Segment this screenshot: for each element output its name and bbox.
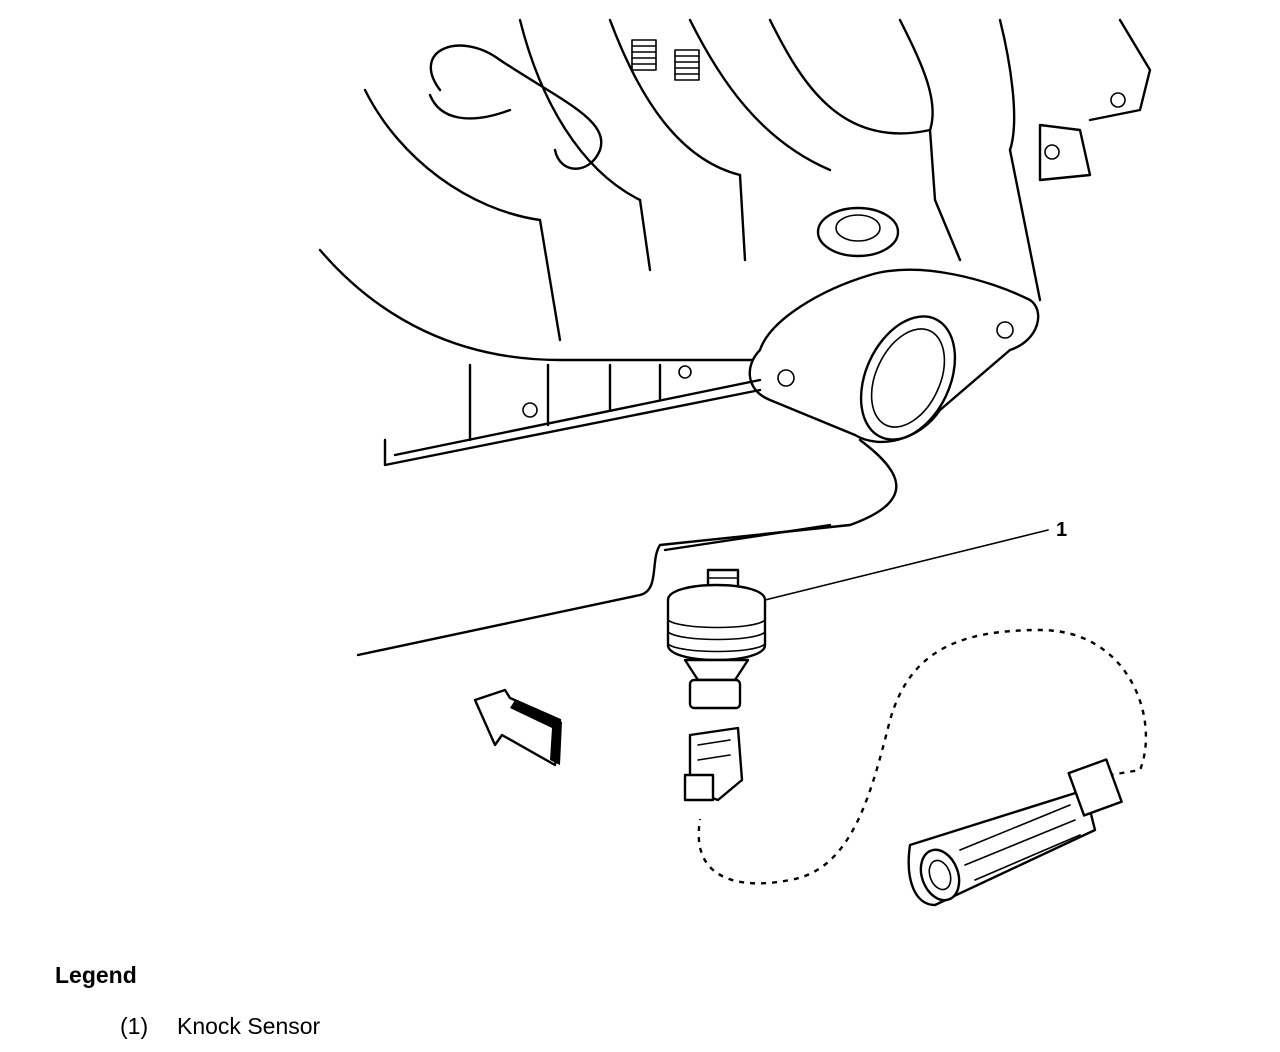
harness-end-connector	[907, 758, 1123, 907]
sensor-connector	[683, 726, 744, 802]
direction-arrow-icon	[473, 688, 562, 767]
callout-leader-line	[764, 529, 1049, 601]
callout-number: 1	[1056, 519, 1067, 541]
stud-right	[674, 49, 700, 81]
legend: Legend (1) Knock Sensor	[55, 962, 655, 1040]
stud-left	[631, 39, 657, 71]
legend-item-label: Knock Sensor	[177, 1013, 321, 1039]
wire-harness	[692, 623, 1152, 890]
knock-sensor	[666, 568, 767, 710]
engine-block-lower	[356, 363, 898, 657]
legend-item: (1) Knock Sensor	[120, 1013, 655, 1040]
intake-manifold	[318, 18, 1152, 362]
engine-block-diagram: 1	[318, 18, 1152, 907]
legend-title: Legend	[55, 962, 137, 988]
legend-item-number: (1)	[120, 1013, 149, 1039]
water-outlet-flange	[748, 268, 1040, 443]
